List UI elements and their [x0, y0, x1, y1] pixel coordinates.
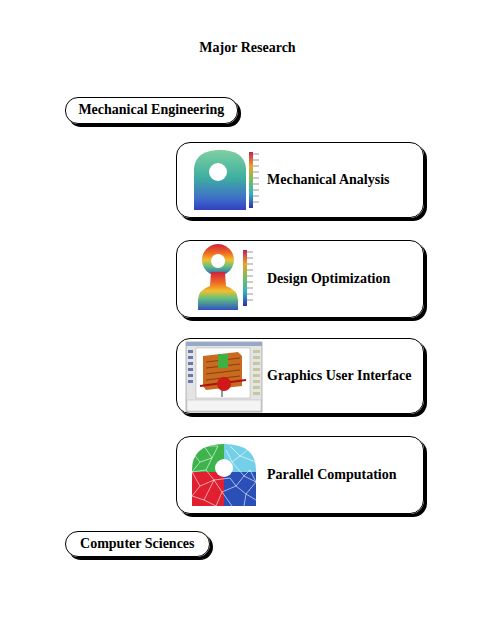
box-label: Parallel Computation [267, 467, 397, 483]
box-label: Mechanical Engineering [78, 102, 224, 118]
category-box: Mechanical Engineering [65, 97, 238, 124]
category-box: Computer Sciences [65, 531, 210, 557]
research-box: Graphics User Interface [176, 338, 424, 414]
box-label: Graphics User Interface [267, 368, 411, 384]
stress-plot [194, 150, 259, 210]
gui-screenshot [186, 342, 262, 412]
box-label: Design Optimization [267, 271, 390, 287]
optimized-shape [198, 244, 253, 310]
mesh-partition [192, 444, 256, 506]
research-box: Parallel Computation [176, 436, 424, 514]
research-box: Mechanical Analysis [176, 142, 424, 218]
box-label: Computer Sciences [80, 536, 194, 552]
research-box: Design Optimization [176, 240, 424, 318]
page-title: Major Research [0, 40, 495, 56]
box-label: Mechanical Analysis [267, 172, 390, 188]
